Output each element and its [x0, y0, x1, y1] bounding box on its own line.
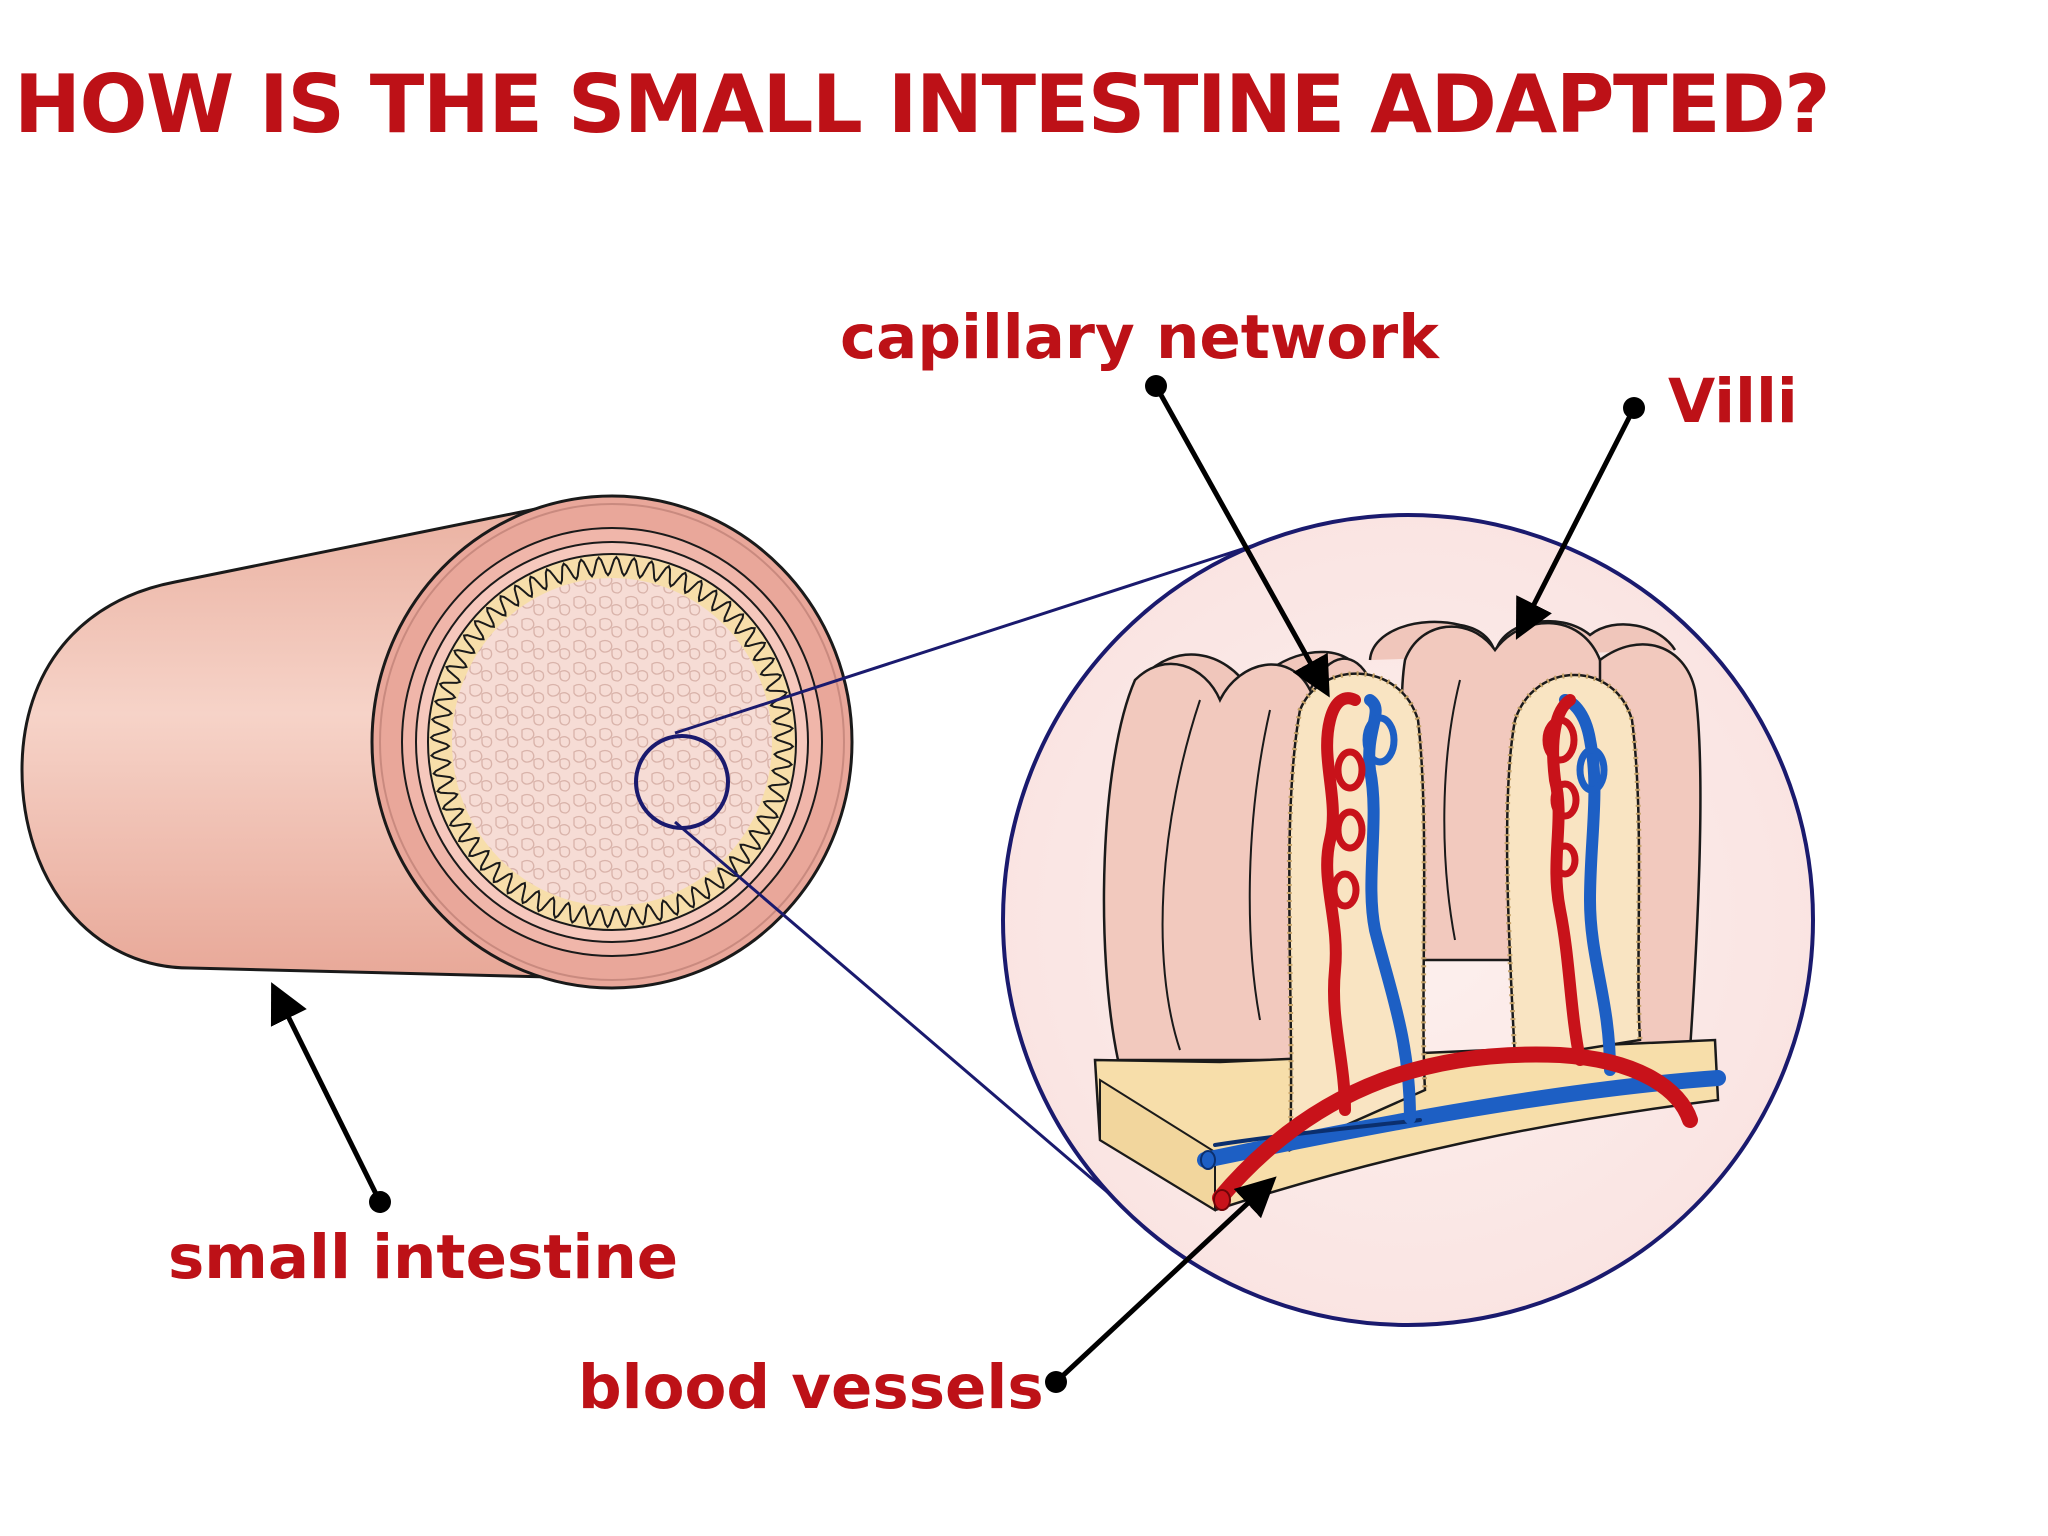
artery-network — [1212, 692, 1698, 1206]
artery-end — [1213, 1189, 1231, 1211]
villi-wave-line — [429, 555, 795, 929]
page-title: HOW IS THE SMALL INTESTINE ADAPTED? — [14, 58, 1831, 151]
label-blood-vessels: blood vessels — [578, 1352, 1044, 1423]
zoom-region-marker — [634, 734, 730, 830]
vein-end — [1200, 1150, 1216, 1170]
pointer-blood-vessels — [1045, 1176, 1277, 1393]
villi-zoom-view — [1001, 513, 1815, 1327]
pointer-villi — [1515, 397, 1645, 640]
pointer-small-intestine — [270, 982, 391, 1213]
label-villi: Villi — [1668, 366, 1798, 437]
label-small-intestine: small intestine — [168, 1222, 679, 1293]
lumen-villi-edge — [429, 555, 795, 929]
tube-lumen — [452, 578, 772, 906]
zoom-connector — [634, 538, 1271, 1222]
tube-muscle-ring — [379, 503, 845, 981]
label-capillary-network: capillary network — [840, 302, 1439, 373]
pointer-capillary-network — [1145, 375, 1330, 698]
small-intestine-tube — [20, 494, 854, 990]
